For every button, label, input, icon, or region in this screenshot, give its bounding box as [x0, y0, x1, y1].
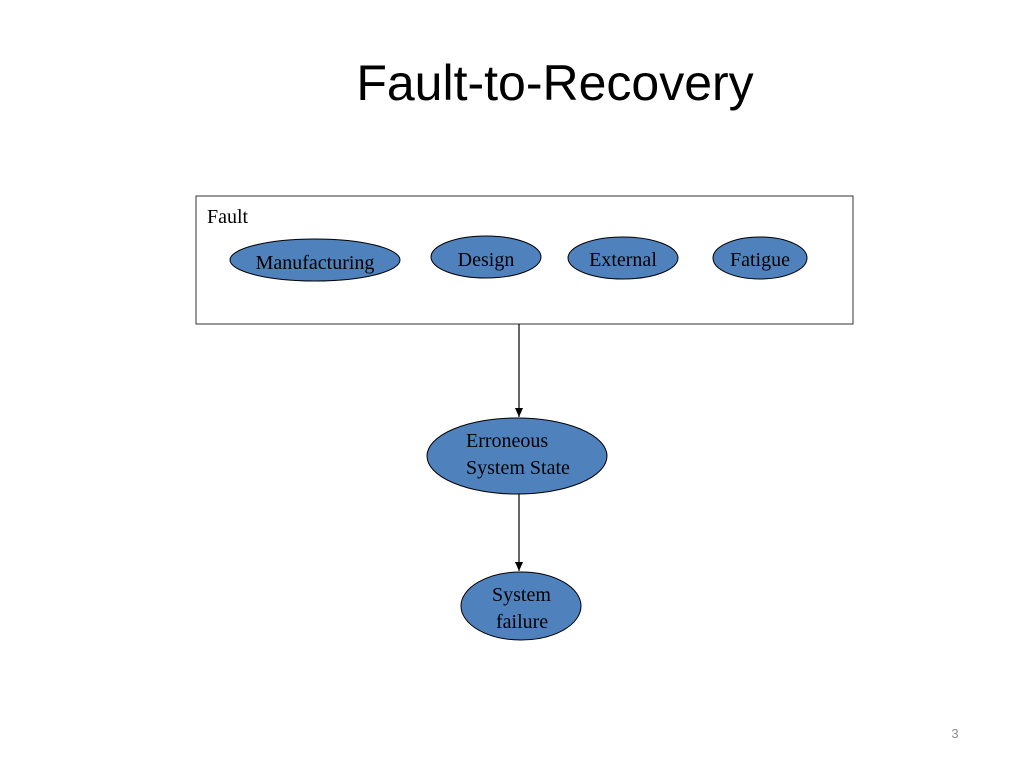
fault-box-label: Fault [207, 206, 249, 228]
manufacturing-label: Manufacturing [256, 252, 375, 274]
erroneous-system-state-ellipse [426, 417, 608, 495]
erroneous-system-state-node: Erroneous System State [426, 417, 608, 495]
fault-category-manufacturing: Manufacturing [229, 238, 401, 282]
fault-category-external: External [567, 236, 679, 280]
erroneous-state-line-1: Erroneous [466, 430, 548, 452]
system-failure-line-2: failure [496, 611, 548, 633]
fatigue-label: Fatigue [730, 249, 790, 271]
external-label: External [589, 249, 657, 271]
system-failure-node: System failure [460, 571, 582, 641]
external-ellipse [567, 236, 679, 280]
system-failure-line-1: System [492, 584, 551, 606]
fault-category-design: Design [430, 235, 542, 279]
fatigue-ellipse [712, 236, 808, 280]
design-ellipse [430, 235, 542, 279]
page-number: 3 [951, 726, 959, 741]
erroneous-state-line-2: System State [466, 457, 570, 479]
fault-category-fatigue: Fatigue [712, 236, 808, 280]
design-label: Design [458, 249, 515, 271]
slide-title: Fault-to-Recovery [356, 55, 754, 111]
manufacturing-ellipse [229, 238, 401, 282]
fault-box: Fault Manufacturing Design External Fati… [195, 195, 854, 325]
system-failure-ellipse [460, 571, 582, 641]
